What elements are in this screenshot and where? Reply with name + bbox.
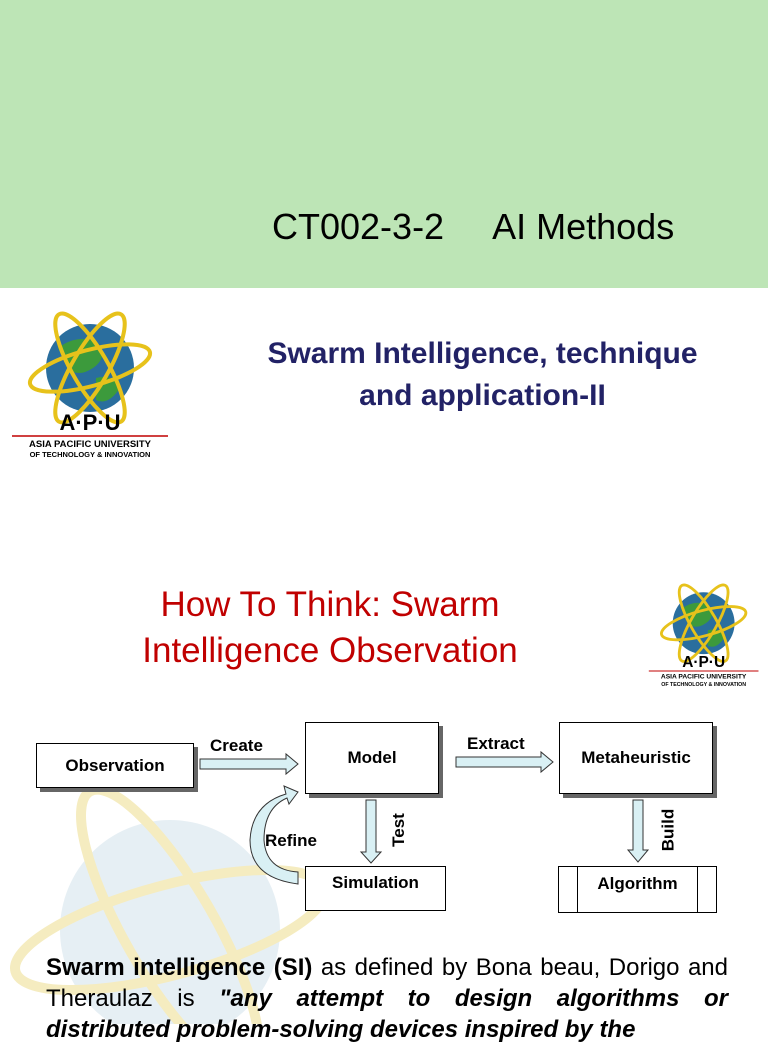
create-label: Create (210, 736, 263, 755)
definition-paragraph: Swarm intelligence (SI) as defined by Bo… (46, 952, 728, 1045)
logo-letters: A·P·U (59, 410, 120, 435)
globe-icon-small: A·P·U ASIA PACIFIC UNIVERSITY OF TECHNOL… (648, 583, 759, 688)
definition-term: Swarm intelligence (SI) (46, 954, 313, 981)
algorithm-right-bar (697, 867, 698, 912)
section-title-line2: Intelligence Observation (142, 631, 518, 670)
logo-small-university-line1: ASIA PACIFIC UNIVERSITY (661, 674, 747, 681)
logo-university-line1: ASIA PACIFIC UNIVERSITY (29, 439, 152, 450)
extract-label: Extract (467, 734, 525, 753)
apu-logo: A·P·U ASIA PACIFIC UNIVERSITY OF TECHNOL… (8, 308, 173, 463)
metaheuristic-node: Metaheuristic (559, 722, 713, 794)
test-label: Test (388, 813, 408, 847)
algorithm-left-bar (577, 867, 578, 912)
create-arrow (199, 752, 299, 776)
logo-university-line2: OF TECHNOLOGY & INNOVATION (30, 450, 151, 459)
flow-diagram-arrows (199, 750, 650, 885)
course-code: CT002-3-2 AI Methods (272, 206, 675, 247)
model-node: Model (305, 722, 439, 794)
slide-title-line2: and application-II (359, 379, 606, 412)
section-title: How To Think: Swarm Intelligence Observa… (100, 582, 560, 674)
simulation-node: Simulation (305, 866, 446, 911)
logo-small-university-line2: OF TECHNOLOGY & INNOVATION (661, 682, 746, 688)
algorithm-label: Algorithm (597, 874, 678, 893)
apu-logo-small: A·P·U ASIA PACIFIC UNIVERSITY OF TECHNOL… (646, 578, 762, 693)
slide-title-line1: Swarm Intelligence, technique (267, 337, 698, 370)
logo-small-letters: A·P·U (682, 654, 725, 671)
refine-label: Refine (265, 831, 317, 850)
globe-icon: A·P·U ASIA PACIFIC UNIVERSITY OF TECHNOL… (12, 311, 168, 459)
watermark-globe-icon (0, 784, 360, 1045)
header-band (0, 0, 768, 288)
definition-text: as defined by Bona beau, Dorigo and Ther… (46, 954, 728, 1012)
test-arrow (359, 799, 383, 864)
build-label: Build (658, 808, 678, 852)
build-arrow (626, 799, 650, 863)
section-title-line1: How To Think: Swarm (160, 585, 500, 624)
extract-arrow (455, 750, 554, 774)
observation-node: Observation (36, 743, 194, 788)
refine-arrow (249, 785, 299, 885)
slide-title: Swarm Intelligence, technique and applic… (220, 333, 745, 417)
algorithm-node: Algorithm (558, 866, 717, 913)
